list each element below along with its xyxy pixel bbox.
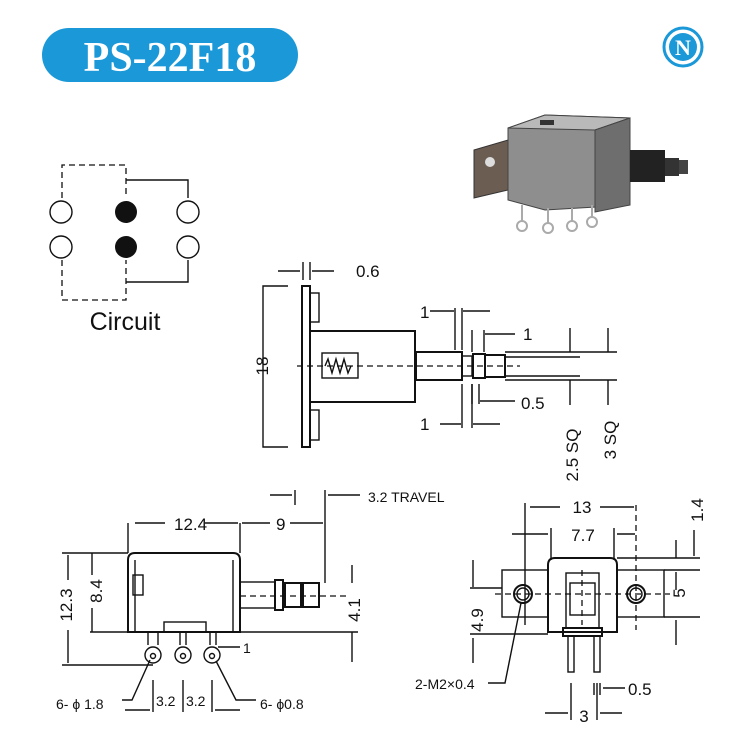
end-view: 13 7.7 1.4 5 4.9 2-M2×0.4 0.5 3: [415, 498, 707, 726]
terminal: [49, 235, 73, 259]
dim-shaft-length: 9: [276, 515, 285, 534]
terminal: [176, 200, 200, 224]
dim-pad-diameter: 6- ϕ 1.8: [56, 696, 104, 712]
dim-step-top: 1: [420, 303, 429, 322]
dim-pin-offset: 1: [243, 640, 251, 656]
dim-mount-span: 13: [573, 498, 592, 517]
side-view: 18 0.6 1 1 0.5 1 2.5 SQ 3 SQ: [253, 262, 620, 481]
dim-pin-pitch: 3: [579, 707, 588, 726]
dim-flange-height: 5: [670, 588, 689, 597]
terminal: [176, 235, 200, 259]
dim-pitch-2: 3.2: [186, 693, 206, 709]
dim-body-height: 8.4: [87, 579, 106, 603]
common-terminal: [115, 236, 137, 258]
logo-letter: N: [675, 35, 691, 60]
dim-height: 18: [253, 357, 272, 376]
product-photo: [473, 114, 688, 234]
dim-total-height: 12.3: [57, 588, 76, 621]
dim-pin-width: 0.5: [628, 680, 652, 699]
product-title: PS-22F18: [84, 35, 257, 81]
dim-body-length: 12.4: [174, 515, 207, 534]
circuit-label: Circuit: [90, 308, 161, 336]
dim-plate-thickness: 0.6: [356, 262, 380, 281]
dim-screw-spec: 2-M2×0.4: [415, 676, 475, 692]
dim-body-width: 7.7: [571, 526, 595, 545]
terminal: [49, 200, 73, 224]
dim-hole-diameter: 6- ϕ0.8: [260, 696, 304, 712]
dim-gap: 0.5: [521, 394, 545, 413]
dim-top-offset: 1.4: [688, 498, 707, 522]
dim-shaft-height: 4.1: [345, 598, 364, 622]
dim-step-bottom: 1: [420, 415, 429, 434]
circuit-diagram: Circuit: [49, 164, 200, 336]
dim-shaft-small: 2.5 SQ: [563, 429, 582, 482]
common-terminal: [115, 201, 137, 223]
dim-step-right: 1: [523, 325, 532, 344]
front-view: 12.4 9 3.2 TRAVEL 12.3 8.4 4.1 1 6- ϕ 1.…: [56, 489, 445, 712]
title-pill: [42, 28, 298, 82]
title-badge: PS-22F18: [42, 28, 298, 82]
dim-travel: 3.2 TRAVEL: [368, 489, 445, 505]
dim-hole-height: 4.9: [468, 608, 487, 632]
dim-shaft-large: 3 SQ: [601, 421, 620, 460]
dim-pitch-1: 3.2: [156, 693, 176, 709]
brand-logo: N: [662, 26, 704, 68]
